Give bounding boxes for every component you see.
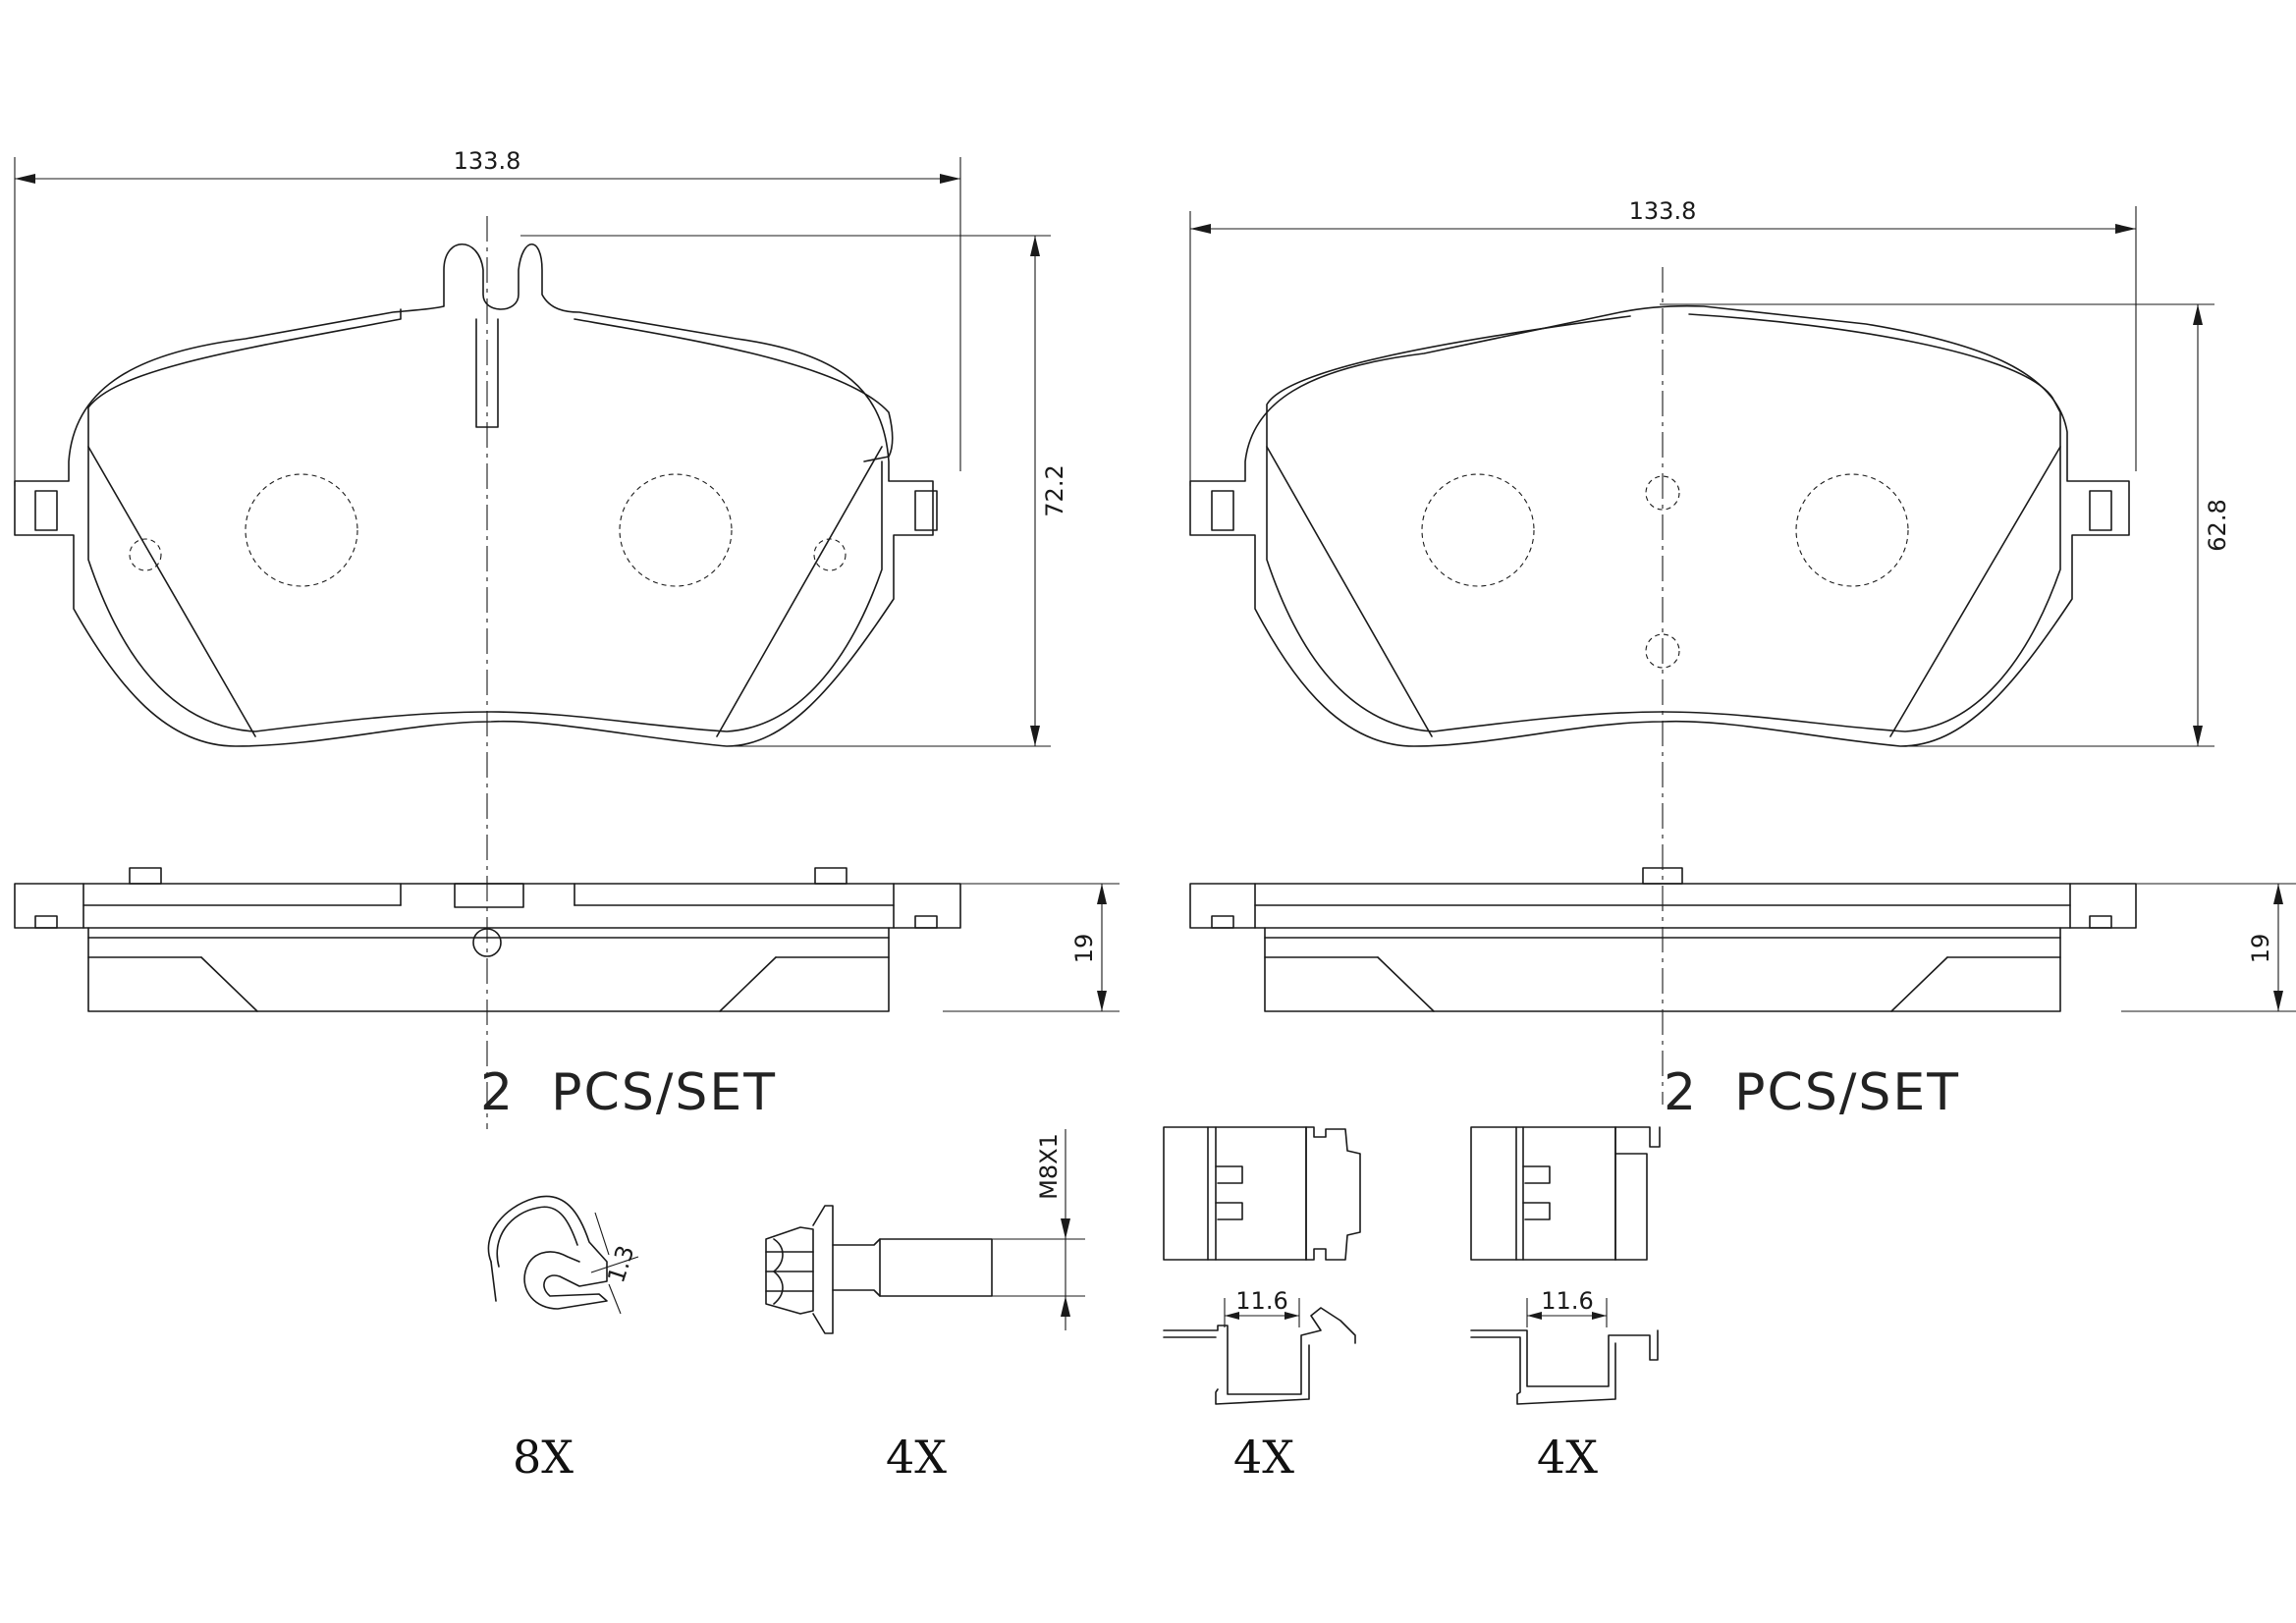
- right-width-dimension: 133.8: [1629, 197, 1697, 225]
- left-height-dimension: 72.2: [1041, 464, 1068, 516]
- anti-rattle-spring-right: 11.6: [1470, 1126, 1661, 1405]
- right-pad-front-view: 133.8 62.8: [1189, 197, 2231, 1105]
- right-thickness-dimension: 19: [2247, 934, 2274, 964]
- right-height-dimension: 62.8: [2204, 499, 2231, 551]
- bolt-quantity: 4X: [886, 1431, 947, 1484]
- anti-rattle-spring-left: 11.6: [1163, 1126, 1361, 1405]
- left-thickness-dimension: 19: [1070, 934, 1098, 964]
- bolt-thread-spec: M8X1: [1035, 1133, 1063, 1200]
- clip-quantity: 8X: [513, 1431, 574, 1484]
- spring-left-dimension: 11.6: [1235, 1287, 1287, 1315]
- right-pad-side-view: 19: [1189, 867, 2296, 1012]
- left-pad-front-view: 133.8 72.2: [14, 147, 1068, 1129]
- retaining-clip: 1.3: [487, 1195, 640, 1315]
- clip-dimension: 1.3: [602, 1242, 639, 1286]
- spring-left-quantity: 4X: [1233, 1431, 1294, 1484]
- guide-bolt: M8X1: [765, 1129, 1085, 1334]
- left-set-label: 2 PCS/SET: [480, 1063, 777, 1122]
- left-pad-side-view: 19: [14, 867, 1120, 1012]
- spring-right-dimension: 11.6: [1541, 1287, 1593, 1315]
- right-set-label: 2 PCS/SET: [1664, 1063, 1960, 1122]
- left-width-dimension: 133.8: [454, 147, 521, 175]
- spring-right-quantity: 4X: [1537, 1431, 1598, 1484]
